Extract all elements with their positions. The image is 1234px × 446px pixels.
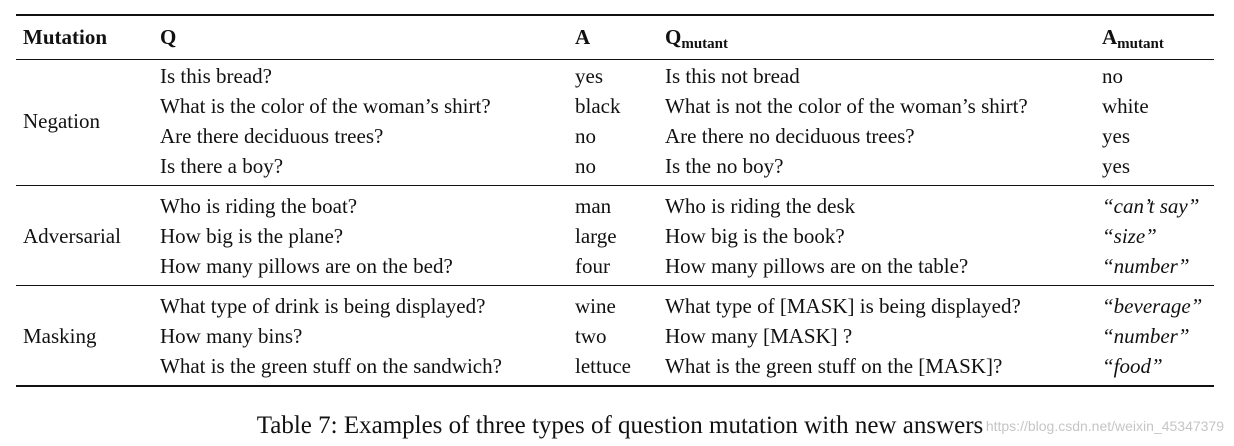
cell-a: lettuce — [575, 354, 631, 378]
top-rule — [16, 14, 1214, 16]
cell-a-mutant: “size” — [1102, 224, 1157, 248]
cell-q-mutant: Is the no boy? — [665, 154, 784, 178]
cell-q-mutant: How many pillows are on the table? — [665, 254, 969, 278]
group-rule — [16, 185, 1214, 186]
table-row: How big is the plane? large How big is the… — [16, 221, 1214, 251]
cell-a: no — [575, 124, 596, 148]
table-row: What is the green stuff on the sandwich?… — [16, 351, 1214, 381]
cell-q: How many pillows are on the bed? — [160, 254, 453, 278]
cell-a-mutant: yes — [1102, 124, 1130, 148]
cell-q-mutant: Is this not bread — [665, 64, 800, 88]
cell-a: man — [575, 194, 612, 218]
cell-a-mutant: no — [1102, 64, 1123, 88]
table-row: How many pillows are on the bed? four How … — [16, 251, 1214, 281]
header-a: A — [575, 25, 591, 49]
cell-a-mutant: “number” — [1102, 324, 1190, 348]
group-label-adversarial: Adversarial — [23, 224, 121, 248]
cell-q: What type of drink is being displayed? — [160, 294, 486, 318]
cell-q: Are there deciduous trees? — [160, 124, 384, 148]
cell-a-mutant: “number” — [1102, 254, 1190, 278]
header-rule — [16, 59, 1214, 60]
cell-a: black — [575, 94, 621, 118]
cell-a: large — [575, 224, 617, 248]
cell-q: How many bins? — [160, 324, 303, 348]
cell-q-mutant: What type of [MASK] is being displayed? — [665, 294, 1021, 318]
table-row: Who is riding the boat? man Who is riding … — [16, 191, 1214, 221]
table-caption: Table 7: Examples of three types of ques… — [256, 412, 984, 439]
table-row: Are there deciduous trees? no Are there no… — [16, 121, 1214, 151]
header-a-mutant: Amutant — [1102, 25, 1164, 52]
cell-q: What is the color of the woman’s shirt? — [160, 94, 491, 118]
cell-a: yes — [575, 64, 603, 88]
table-row: Is this bread? yes Is this not bread no — [16, 61, 1214, 91]
cell-a: wine — [575, 294, 616, 318]
cell-q-mutant: Who is riding the desk — [665, 194, 856, 218]
header-q: Q — [160, 25, 177, 49]
cell-q-mutant: How big is the book? — [665, 224, 845, 248]
cell-q: What is the green stuff on the sandwich? — [160, 354, 502, 378]
table-header: Mutation Q A Qmutant Amutant — [16, 22, 1214, 52]
cell-a-mutant: “beverage” — [1102, 294, 1203, 318]
group-label-masking: Masking — [23, 324, 97, 348]
cell-q-mutant: What is the green stuff on the [MASK]? — [665, 354, 1003, 378]
table-row: Is there a boy? no Is the no boy? yes — [16, 151, 1214, 181]
cell-q: Is there a boy? — [160, 154, 284, 178]
cell-q: How big is the plane? — [160, 224, 344, 248]
cell-a-mutant: “can’t say” — [1102, 194, 1200, 218]
watermark: https://blog.csdn.net/weixin_45347379 — [985, 418, 1224, 434]
bottom-rule — [16, 385, 1214, 387]
header-mutation: Mutation — [23, 25, 107, 49]
group-rule — [16, 285, 1214, 286]
cell-a-mutant: white — [1102, 94, 1149, 118]
table-row: What is the color of the woman’s shirt? b… — [16, 91, 1214, 121]
cell-q-mutant: How many [MASK] ? — [665, 324, 853, 348]
cell-a-mutant: “food” — [1102, 354, 1163, 378]
cell-a: two — [575, 324, 607, 348]
header-q-mutant: Qmutant — [665, 25, 729, 52]
cell-a: four — [575, 254, 610, 278]
table-row: How many bins? two How many [MASK] ? “numbe… — [16, 321, 1214, 351]
table-row: What type of drink is being displayed? wi… — [16, 291, 1214, 321]
cell-a: no — [575, 154, 596, 178]
cell-q-mutant: Are there no deciduous trees? — [665, 124, 915, 148]
cell-q-mutant: What is not the color of the woman’s shi… — [665, 94, 1028, 118]
group-label-negation: Negation — [23, 109, 100, 133]
cell-q: Who is riding the boat? — [160, 194, 358, 218]
cell-a-mutant: yes — [1102, 154, 1130, 178]
cell-q: Is this bread? — [160, 64, 272, 88]
